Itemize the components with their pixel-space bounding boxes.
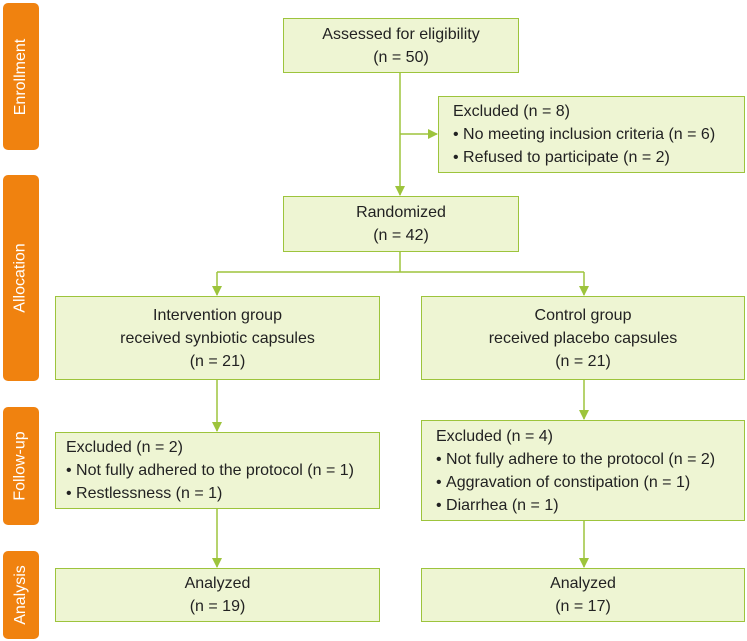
control-group-box: Control group received placebo capsules … (421, 296, 745, 380)
control-count: (n = 21) (555, 352, 611, 370)
assessed-title: Assessed for eligibility (322, 25, 480, 43)
phase-analysis-label: Analysis (12, 565, 30, 625)
excluded-control-item: Diarrhea (n = 1) (436, 494, 730, 517)
analyzed-control-box: Analyzed (n = 17) (421, 568, 745, 622)
phase-allocation-label: Allocation (12, 243, 29, 313)
phase-enrollment: Enrollment (3, 3, 39, 150)
intervention-group-box: Intervention group received synbiotic ca… (55, 296, 380, 380)
excluded-enrollment-title: Excluded (n = 8) (453, 103, 570, 120)
intervention-line2: received synbiotic capsules (120, 329, 315, 347)
phase-analysis: Analysis (3, 551, 39, 639)
phase-followup-label: Follow-up (12, 431, 30, 501)
analyzed-intervention-title: Analyzed (184, 575, 251, 592)
control-line1: Control group (534, 306, 632, 324)
phase-followup: Follow-up (3, 407, 39, 525)
excluded-intervention-item: Not fully adhered to the protocol (n = 1… (66, 459, 369, 482)
excluded-intervention-title: Excluded (n = 2) (66, 439, 183, 456)
excluded-control-box: Excluded (n = 4) Not fully adhere to the… (421, 420, 745, 521)
intervention-line1: Intervention group (153, 306, 282, 324)
intervention-count: (n = 21) (189, 352, 246, 370)
phase-enrollment-label: Enrollment (12, 38, 30, 115)
analyzed-control-count: (n = 17) (555, 598, 611, 615)
assessed-count: (n = 50) (373, 48, 429, 66)
excluded-intervention-item: Restlessness (n = 1) (66, 482, 369, 505)
excluded-intervention-box: Excluded (n = 2) Not fully adhered to th… (55, 432, 380, 509)
excluded-enrollment-item: No meeting inclusion criteria (n = 6) (453, 123, 730, 146)
analyzed-intervention-box: Analyzed (n = 19) (55, 568, 380, 622)
excluded-control-title: Excluded (n = 4) (436, 427, 553, 445)
assessed-box: Assessed for eligibility (n = 50) (283, 18, 519, 73)
excluded-enrollment-item: Refused to participate (n = 2) (453, 146, 730, 169)
randomized-box: Randomized (n = 42) (283, 196, 519, 252)
analyzed-control-title: Analyzed (550, 575, 616, 592)
randomized-title: Randomized (356, 204, 446, 221)
randomized-count: (n = 42) (373, 227, 429, 244)
excluded-control-item: Not fully adhere to the protocol (n = 2) (436, 448, 730, 471)
excluded-enrollment-box: Excluded (n = 8) No meeting inclusion cr… (438, 96, 745, 173)
phase-allocation: Allocation (3, 175, 39, 381)
control-line2: received placebo capsules (488, 329, 678, 347)
excluded-control-item: Aggravation of constipation (n = 1) (436, 471, 730, 494)
analyzed-intervention-count: (n = 19) (189, 598, 246, 615)
